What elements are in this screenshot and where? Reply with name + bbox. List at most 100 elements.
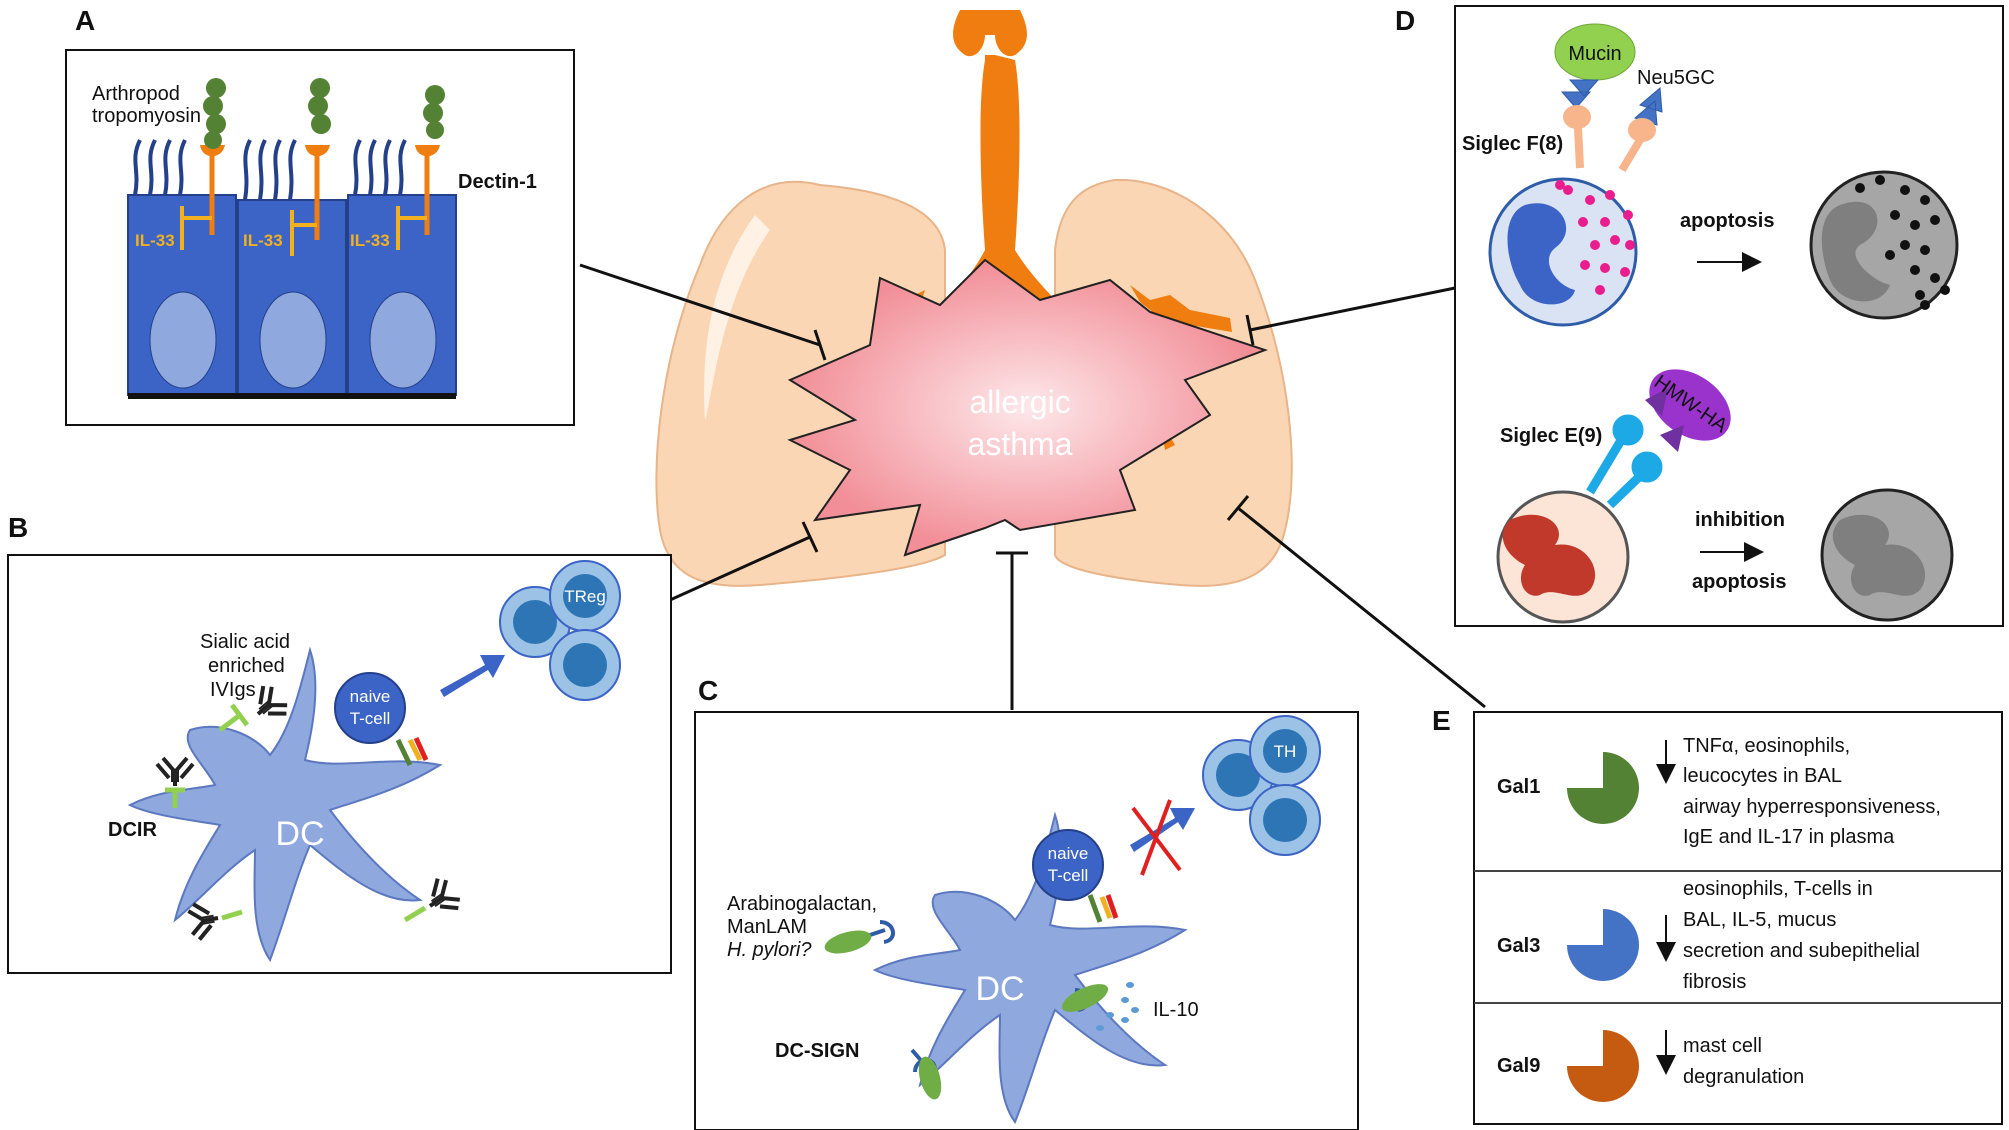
th-cells [1202,715,1321,856]
inhibition-connectors [579,263,1486,710]
block-cross [1131,799,1182,876]
gal1-effect-line4: IgE and IL-17 in plasma [1683,826,1895,848]
nucleus [149,291,217,389]
blocked-arrow [1130,808,1195,852]
panel-d-letter: D [1395,5,1415,36]
apoptotic-nucleus [1821,201,1890,302]
tcr-mhc [395,736,429,767]
trachea [930,10,1075,345]
ivig-label-line2: enriched [208,655,285,677]
treg-label: TReg [564,587,606,606]
il-33-label: IL-33 [135,231,175,250]
cilia [133,139,407,201]
dcir-receptors [165,703,427,923]
dendritic-cell [127,646,443,963]
neutrophil-nucleus [1502,514,1596,596]
ligand-label-line3: H. pylori? [727,939,812,961]
gal9-pie [1567,1030,1639,1102]
neu5gc-label: Neu5GC [1637,67,1715,89]
dcir-label: DCIR [108,819,157,841]
naive-t-cell-label-line2: T-cell [350,709,391,728]
panel-c: C DC IL-10 Arabinogalactan, ManLAM H. py… [694,675,1359,1130]
gal9-label: Gal9 [1497,1055,1540,1077]
panel-d: D Mucin Neu5GC Siglec F(8) apoptosis [1395,5,2004,627]
naive-t-cell-label-line1: naive [1048,844,1089,863]
il-33-label: IL-33 [350,231,390,250]
gal3-label: Gal3 [1497,935,1540,957]
apoptotic-neutrophil-nucleus [1832,514,1926,596]
center-label-line1: allergic [969,384,1070,420]
gal9-effect-line2: degranulation [1683,1066,1804,1088]
panel-e-letter: E [1432,705,1451,736]
siglec-e-receptors [1586,414,1663,509]
apoptotic-granules [1855,175,1950,310]
arthropod-label-line2: tropomyosin [92,105,201,127]
panel-e: E Gal1 TNFα, eosinophils, leucocytes in … [1432,705,2003,1125]
siglec-e-label: Siglec E(9) [1500,425,1602,447]
nucleus [369,291,437,389]
activation-arrow [440,655,505,697]
dectin-1-label: Dectin-1 [458,171,537,193]
siglec-f-label: Siglec F(8) [1462,133,1563,155]
dectin-1-receptor [415,85,445,235]
dc-label: DC [275,815,324,853]
gal1-label: Gal1 [1497,776,1540,798]
connector-a [579,263,827,361]
arthropod-label-line1: Arthropod [92,83,180,105]
dc-sign-label: DC-SIGN [775,1040,859,1062]
panel-e-frame [1473,711,2003,1125]
naive-t-cell [334,672,406,744]
gal3-pie [1567,909,1639,981]
apoptosis-label: apoptosis [1680,210,1774,232]
il-33-signals [180,206,427,256]
il-10-droplets [1096,982,1139,1031]
gal3-effect-line3: secretion and subepithelial [1683,940,1920,962]
ivig-label-line1: Sialic acid [200,631,290,653]
tcr-mhc [1087,894,1119,923]
gal3-effect-line2: BAL, IL-5, mucus [1683,909,1836,931]
panel-b-letter: B [8,512,28,543]
ligand-label-line2: ManLAM [727,916,807,938]
lung-highlight [704,215,770,420]
naive-t-cell-label-line1: naive [350,687,391,706]
epithelial-cells [127,194,457,399]
connector-c [996,551,1028,710]
connector-e [1226,495,1486,709]
panel-a-letter: A [75,5,95,36]
nucleus [259,291,327,389]
naive-t-cell [1032,829,1104,901]
gal1-effect-line3: airway hyperresponsiveness, [1683,796,1941,818]
allergic-asthma-star [787,258,1269,557]
il-33-label: IL-33 [243,231,283,250]
dc-sign-receptors [824,920,1109,1100]
eosinophil-granules [1555,180,1635,295]
gal1-effect-line1: TNFα, eosinophils, [1683,735,1850,757]
hmw-ha [1645,369,1731,452]
panel-a: A [65,5,575,426]
treg-cells [499,560,621,701]
th-label: TH [1274,742,1297,761]
eosinophil-nucleus [1507,203,1575,305]
mucin-label: Mucin [1568,43,1621,65]
inhibition-label: inhibition [1695,509,1785,531]
apoptosis-label-2: apoptosis [1692,571,1786,593]
connector-b [669,521,819,602]
dectin-1-receptor [200,78,226,235]
gal1-pie [1567,752,1639,824]
panel-c-letter: C [698,675,718,706]
panel-b: B DC Sialic acid enriched IVIgs DCIR nai… [7,512,672,974]
gal3-effect-line4: fibrosis [1683,971,1746,993]
il-10-label: IL-10 [1153,999,1199,1021]
center-label-line2: asthma [968,426,1073,462]
gal9-effect-line1: mast cell [1683,1035,1762,1057]
siglec-f-receptors [1560,79,1663,173]
ivig-label-line3: IVIgs [210,679,256,701]
gal1-effect-line2: leucocytes in BAL [1683,765,1842,787]
dc-label: DC [975,970,1024,1008]
gal3-effect-line1: eosinophils, T-cells in [1683,878,1873,900]
ligand-label-line1: Arabinogalactan, [727,893,877,915]
bronchi-right [1130,285,1232,450]
naive-t-cell-label-line2: T-cell [1048,866,1089,885]
connector-d [1245,286,1456,346]
